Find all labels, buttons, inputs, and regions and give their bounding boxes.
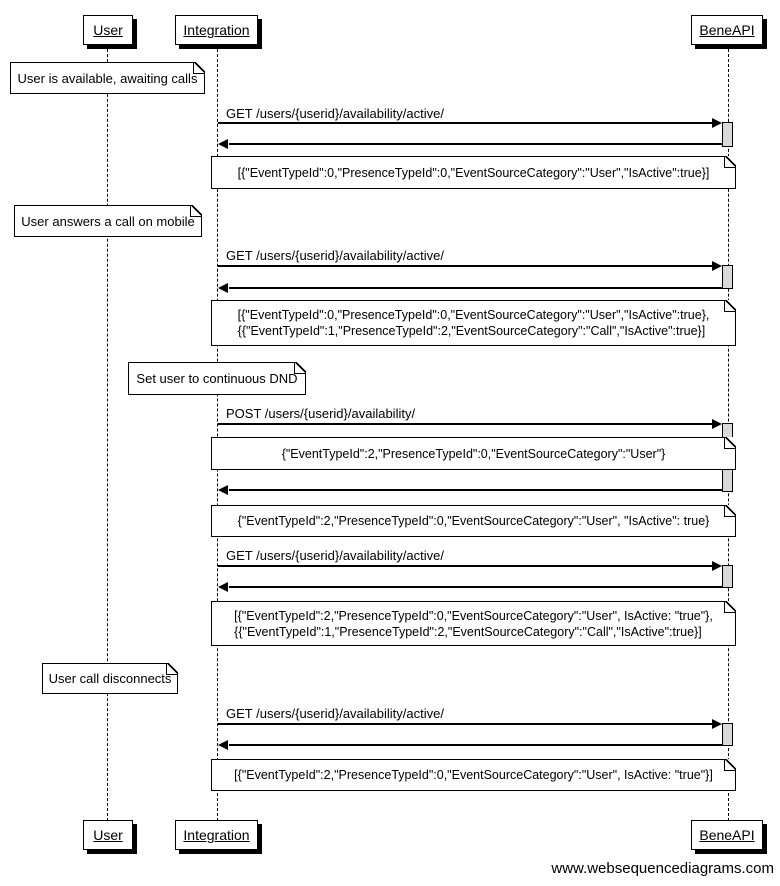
message-1-activation [722,122,733,147]
message-1-response-arrow [229,143,722,145]
note-user-available: User is available, awaiting calls [10,61,206,94]
lifeline-integration [217,44,218,821]
payload-line: [{"EventTypeId":2,"PresenceTypeId":0,"Ev… [234,608,713,623]
note-text: User call disconnects [48,671,172,686]
payload-note-1: [{"EventTypeId":0,"PresenceTypeId":0,"Ev… [211,155,737,189]
note-user-call-disconnects: User call disconnects [42,662,179,694]
actor-label-user: User [93,827,123,843]
message-3-label: POST /users/{userid}/availability/ [226,406,416,421]
message-2-label: GET /users/{userid}/availability/active/ [226,248,444,263]
message-2-activation [722,265,733,289]
note-set-user-dnd: Set user to continuous DND [128,361,307,395]
payload-note-6: [{"EventTypeId":2,"PresenceTypeId":0,"Ev… [211,758,737,791]
actor-box-beneapi-bottom: BeneAPI [691,820,763,850]
message-5-response-arrow [229,744,722,746]
note-text: User answers a call on mobile [21,213,195,229]
message-2-response-arrow [229,287,722,289]
actor-box-user-top: User [83,15,133,45]
message-5-response-arrowhead-icon [218,740,228,750]
note-text: Set user to continuous DND [136,371,298,386]
actor-box-user-bottom: User [83,820,133,850]
payload-line: {"EventTypeId":2,"PresenceTypeId":0,"Eve… [237,514,710,528]
message-1-request-arrowhead-icon [712,118,722,128]
message-5-label: GET /users/{userid}/availability/active/ [226,706,444,721]
payload-note-5: [{"EventTypeId":2,"PresenceTypeId":0,"Ev… [211,600,737,646]
actor-label-integration: Integration [183,22,250,38]
message-4-response-arrowhead-icon [218,582,228,592]
message-1-response-arrowhead-icon [218,139,228,149]
actor-box-beneapi-top: BeneAPI [691,15,763,45]
actor-label-user: User [93,22,123,38]
lifeline-user [107,44,108,821]
message-1-label: GET /users/{userid}/availability/active/ [226,106,444,121]
message-2-response-arrowhead-icon [218,283,228,293]
payload-note-2: [{"EventTypeId":0,"PresenceTypeId":0,"Ev… [211,299,737,346]
message-3-request-arrowhead-icon [712,419,722,429]
message-3-response-arrow [229,489,722,491]
actor-box-integration-top: Integration [175,15,258,45]
payload-line: [{"EventTypeId":0,"PresenceTypeId":0,"Ev… [237,308,710,322]
payload-line: {{"EventTypeId":1,"PresenceTypeId":2,"Ev… [234,624,702,639]
payload-line: [{"EventTypeId":2,"PresenceTypeId":0,"Ev… [234,768,713,782]
actor-label-integration: Integration [183,827,250,843]
message-5-request-arrow [218,723,713,725]
payload-line: [{"EventTypeId":0,"PresenceTypeId":0,"Ev… [237,165,710,180]
actor-label-beneapi: BeneAPI [699,22,755,38]
message-5-request-arrowhead-icon [712,719,722,729]
message-2-request-arrow [218,265,713,267]
message-4-activation [722,565,733,588]
message-4-label: GET /users/{userid}/availability/active/ [226,548,444,563]
watermark-text: www.websequencediagrams.com [551,860,774,877]
payload-line: {"EventTypeId":2,"PresenceTypeId":0,"Eve… [281,446,666,461]
note-user-answers-call: User answers a call on mobile [14,204,203,237]
message-3-request-arrow [218,423,713,425]
note-text: User is available, awaiting calls [17,70,198,86]
message-4-request-arrow [218,565,713,567]
payload-line: {{"EventTypeId":1,"PresenceTypeId":2,"Ev… [237,324,706,338]
message-4-request-arrowhead-icon [712,561,722,571]
message-3-response-arrowhead-icon [218,485,228,495]
message-4-response-arrow [229,586,722,588]
message-1-request-arrow [218,122,713,124]
actor-box-integration-bottom: Integration [175,820,258,850]
payload-note-4: {"EventTypeId":2,"PresenceTypeId":0,"Eve… [211,504,737,537]
actor-label-beneapi: BeneAPI [699,827,755,843]
payload-note-3: {"EventTypeId":2,"PresenceTypeId":0,"Eve… [211,436,737,470]
message-5-activation [722,723,733,746]
message-2-request-arrowhead-icon [712,261,722,271]
